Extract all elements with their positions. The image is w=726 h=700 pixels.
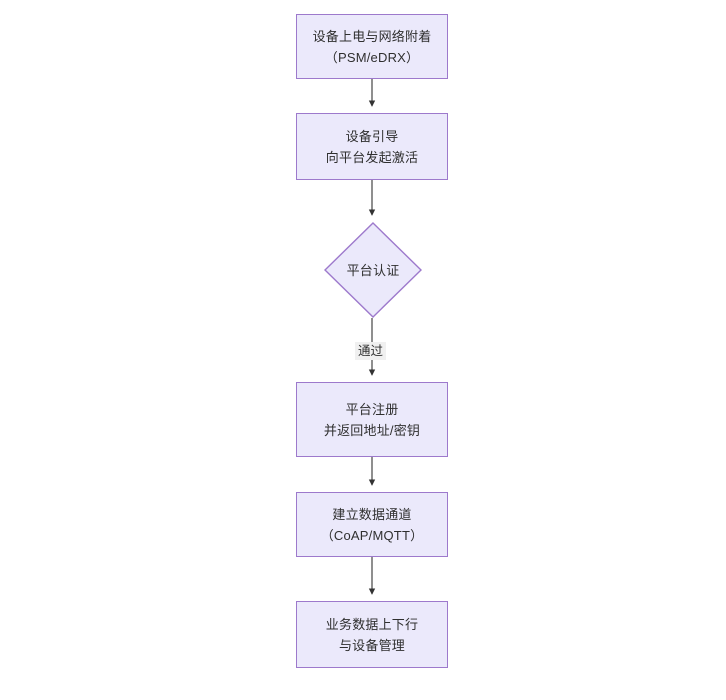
node-data-channel-line1: 建立数据通道 [332,506,412,522]
node-bootstrap-line2: 向平台发起激活 [325,149,419,165]
edge-label-pass: 通过 [355,342,387,360]
node-data-channel[interactable]: 建立数据通道 （CoAP/MQTT） [296,492,448,557]
node-platform-register[interactable]: 平台注册 并返回地址/密钥 [296,382,448,457]
node-platform-auth-label: 平台认证 [346,262,400,278]
node-data-channel-line2: （CoAP/MQTT） [320,527,424,543]
node-bootstrap-line1: 设备引导 [345,128,399,144]
node-business-data-line2: 与设备管理 [338,637,405,653]
decision-diamond-shape [323,222,423,318]
node-business-data[interactable]: 业务数据上下行 与设备管理 [296,601,448,668]
edge-label-pass-text: 通过 [358,344,384,358]
node-power-on[interactable]: 设备上电与网络附着 （PSM/eDRX） [296,14,448,79]
node-power-on-line1: 设备上电与网络附着 [312,28,432,44]
node-platform-register-line1: 平台注册 [345,401,399,417]
node-business-data-line1: 业务数据上下行 [325,616,419,632]
node-platform-register-line2: 并返回地址/密钥 [323,422,421,438]
node-bootstrap[interactable]: 设备引导 向平台发起激活 [296,113,448,180]
node-power-on-line2: （PSM/eDRX） [324,49,420,65]
node-platform-auth[interactable]: 平台认证 [323,222,423,318]
